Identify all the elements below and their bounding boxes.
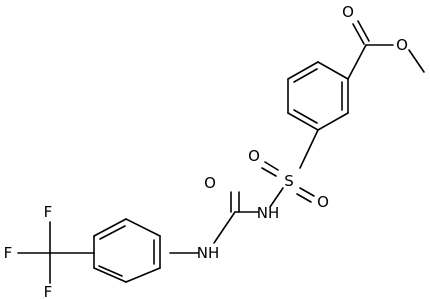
sulfonyl-group (261, 129, 319, 208)
atom-labels: O O S O O NH O NH F F F (4, 3, 408, 299)
bond (347, 44, 367, 80)
urea-group (169, 191, 259, 254)
sulfonamide-nh-label: NH (257, 204, 280, 222)
bond (299, 187, 315, 197)
ring-b (93, 218, 161, 283)
carbonyl-oxygen-label: O (342, 3, 354, 21)
bond-inner (293, 109, 318, 124)
bond (352, 23, 365, 45)
bond (287, 112, 319, 131)
bond (125, 218, 161, 237)
bond (93, 267, 127, 283)
bond (287, 61, 319, 80)
bond (264, 161, 279, 171)
bond-inner (98, 265, 123, 277)
bond (408, 49, 425, 73)
sulfur-label: S (284, 172, 294, 190)
fluorine-left-label: F (4, 244, 13, 262)
aniline-nh-label: NH (197, 244, 220, 262)
urea-oxygen-label: O (204, 174, 216, 192)
fluorine-bottom-label: F (44, 283, 53, 299)
ring-a (287, 61, 349, 131)
bond (261, 167, 277, 177)
bond-inner (99, 225, 126, 240)
ester-group (347, 20, 425, 80)
bond (299, 129, 319, 169)
bond (296, 193, 312, 203)
sulfonyl-oxygen-left-label: O (248, 147, 260, 165)
bond (213, 211, 236, 244)
bond (125, 267, 161, 283)
bond (317, 61, 349, 80)
sulfonyl-oxygen-right-label: O (317, 193, 329, 211)
bond (269, 187, 284, 208)
cf3-group (17, 221, 95, 284)
bond (93, 218, 127, 237)
fluorine-top-label: F (44, 203, 53, 221)
bond-inner (293, 68, 318, 83)
bond (317, 112, 349, 131)
bond (357, 20, 370, 42)
ester-oxygen-label: O (396, 36, 408, 54)
